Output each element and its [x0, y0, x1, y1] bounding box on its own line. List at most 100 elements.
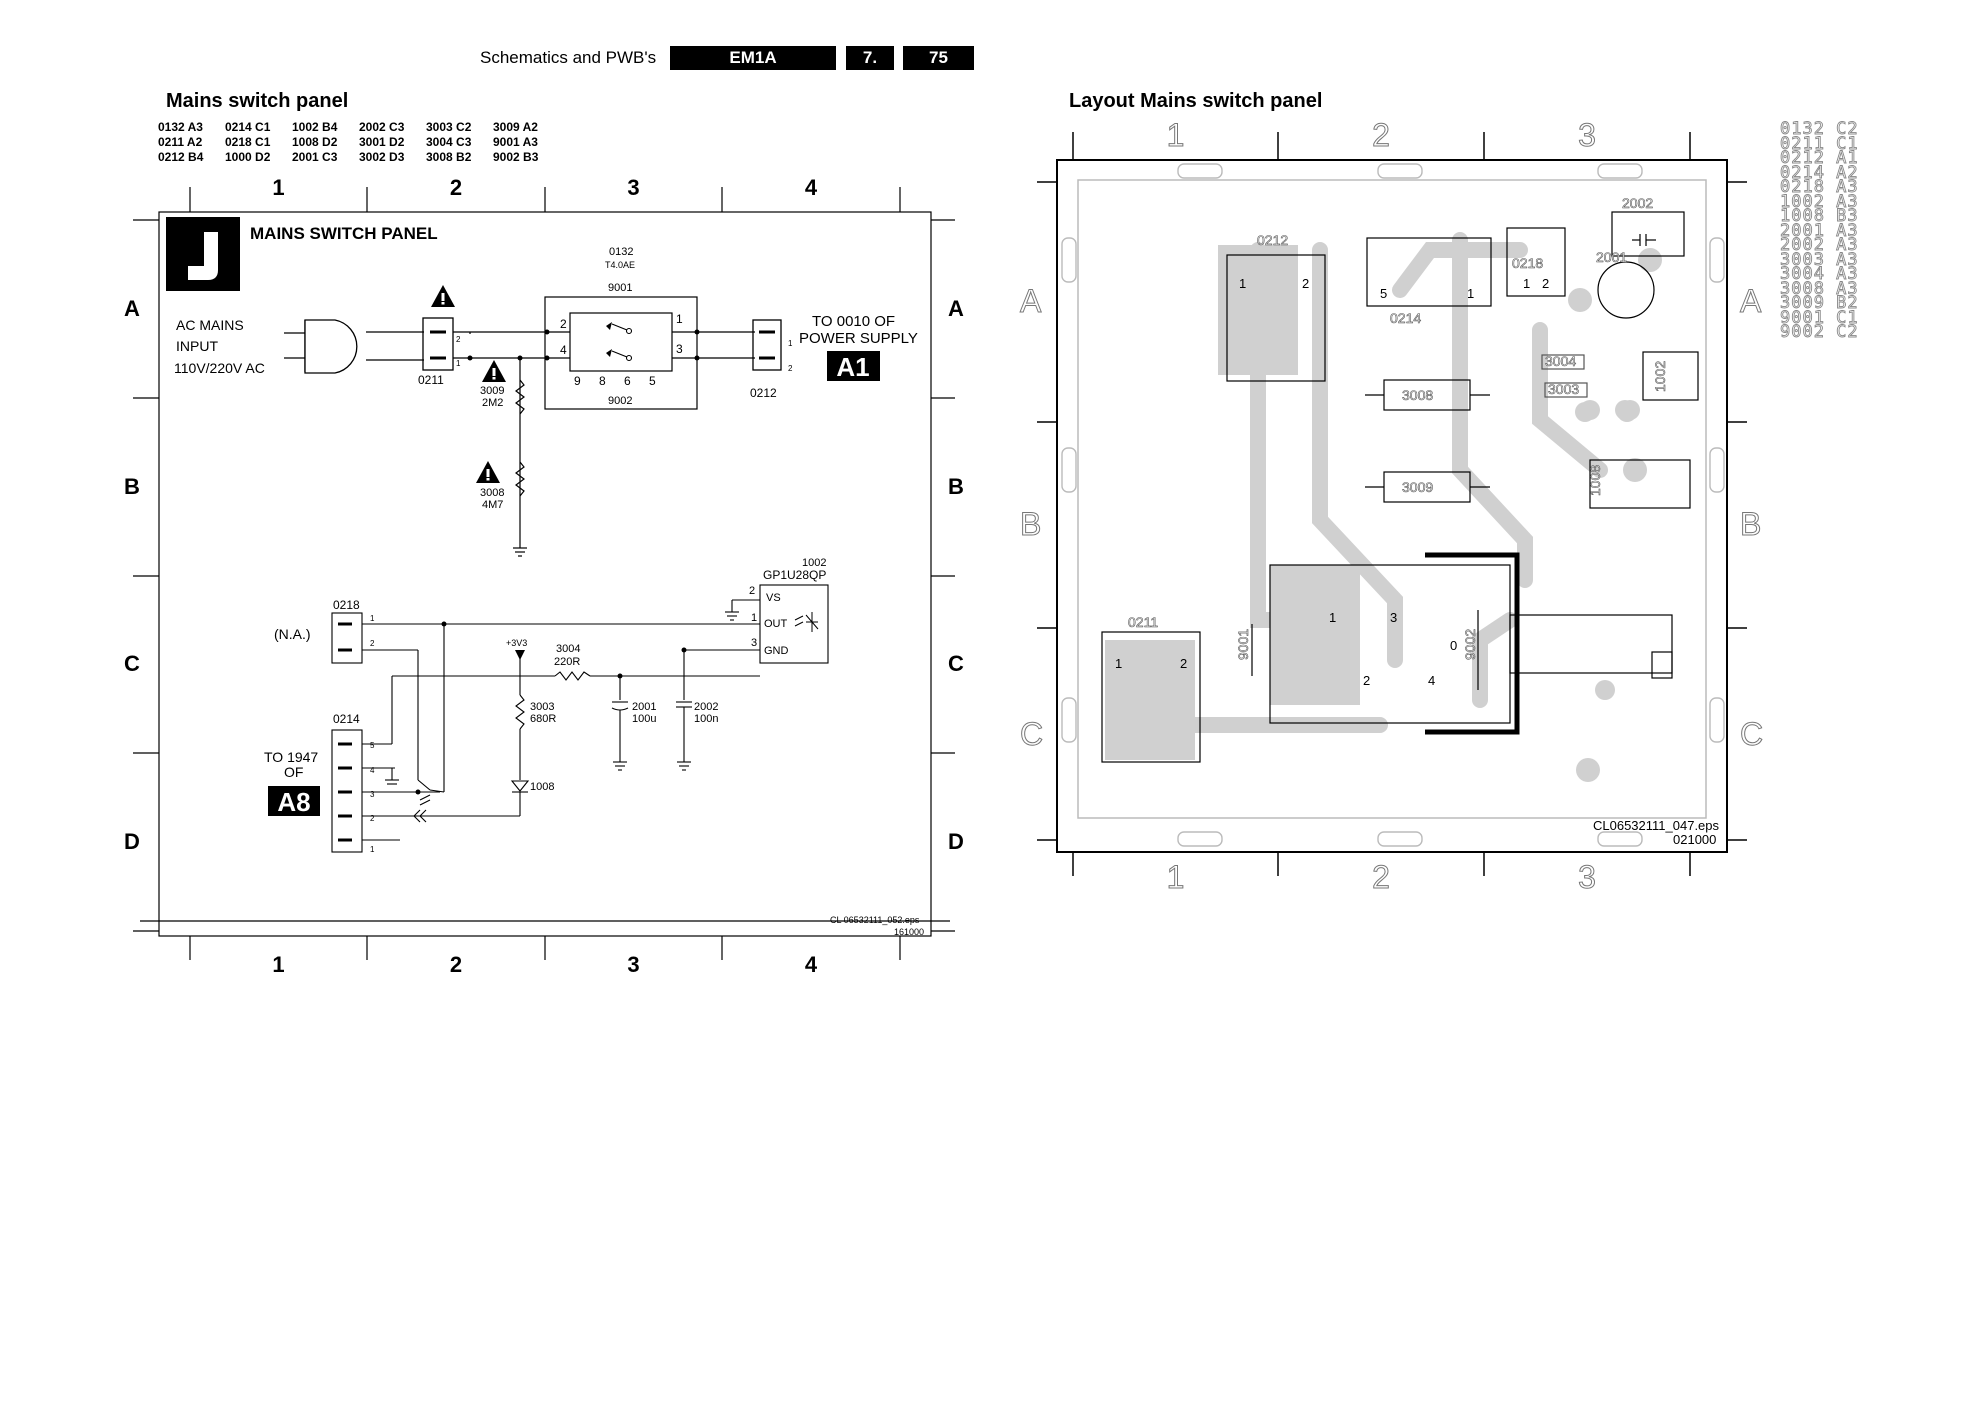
label-3004: 3004	[556, 643, 580, 655]
index-cell: 3003 C2	[426, 120, 472, 134]
resistor-chain	[513, 379, 527, 557]
index-cell: 0214 C1	[225, 120, 271, 134]
layout-col-label: 1	[1167, 859, 1185, 895]
layout-col-label: 3	[1578, 859, 1596, 895]
col-label: 4	[805, 175, 818, 200]
layout-col-label: 1	[1167, 117, 1185, 153]
label-0212: 0212	[750, 386, 777, 400]
layout-index-item: 1008 B3	[1780, 206, 1859, 226]
index-cell: 9001 A3	[493, 135, 538, 149]
switch-pin: 8	[599, 374, 606, 388]
layout-index-item: 3004 A3	[1780, 264, 1859, 284]
index-cell: 3002 D3	[359, 150, 405, 164]
layout-row-label: B	[1020, 506, 1041, 542]
label-0211: 0211	[418, 373, 444, 387]
svg-text:2: 2	[560, 317, 567, 331]
layout-index-item: 0132 C2	[1780, 119, 1859, 139]
svg-text:1: 1	[1523, 276, 1530, 291]
v3v3-label: +3V3	[506, 638, 527, 648]
index-cell: 0212 B4	[158, 150, 204, 164]
svg-text:3: 3	[751, 637, 757, 649]
pcb-part-label: 3003	[1548, 381, 1579, 397]
badge-a8	[268, 786, 320, 816]
header-chapter: 7.	[846, 46, 894, 70]
value-2002: 100n	[694, 713, 718, 725]
index-cell: 0211 A2	[158, 135, 203, 149]
switch-pin: 5	[649, 374, 656, 388]
row-label: B	[124, 474, 140, 499]
schematic-title: Mains switch panel	[166, 90, 349, 112]
pcb-part-label: 9002	[1462, 629, 1478, 660]
index-cell: 3008 B2	[426, 150, 472, 164]
svg-text:5: 5	[1380, 286, 1387, 301]
layout-row-label: C	[1020, 716, 1043, 752]
index-cell: 2002 C3	[359, 120, 405, 134]
layout-index-item: 0214 A2	[1780, 162, 1859, 183]
pcb-part-label: 3008	[1402, 387, 1433, 403]
svg-text:4: 4	[1428, 673, 1435, 688]
panel-title: MAINS SWITCH PANEL	[250, 224, 438, 243]
svg-text:1: 1	[370, 845, 375, 854]
value-2001: 100u	[632, 713, 656, 725]
svg-text:1: 1	[788, 339, 793, 348]
pcb-part-label: 9001	[1235, 629, 1251, 660]
layout-index-item: 1002 A3	[1780, 191, 1859, 212]
header-page: 75	[903, 46, 974, 70]
index-cell: 3004 C3	[426, 135, 472, 149]
of-label: OF	[284, 764, 303, 780]
layout-index-item: 3009 B2	[1780, 293, 1859, 313]
row-label: A	[124, 296, 140, 321]
index-cell: 2001 C3	[292, 150, 338, 164]
layout-row-label: C	[1740, 716, 1763, 752]
label-0214: 0214	[333, 712, 360, 726]
svg-text:1: 1	[676, 312, 683, 326]
layout-index-item: 0211 C1	[1780, 133, 1859, 154]
index-cell: 1000 D2	[225, 150, 271, 164]
pcb-part-label: 1002	[1652, 361, 1668, 392]
pcb-part-label: 2002	[1622, 195, 1653, 211]
svg-text:2: 2	[1363, 673, 1370, 688]
layout-col-label: 2	[1372, 117, 1390, 153]
svg-text:1: 1	[1239, 276, 1246, 291]
layout-index-item: 9001 C1	[1780, 307, 1859, 328]
svg-text:2: 2	[456, 335, 461, 344]
badge-a8-text: A8	[277, 787, 310, 817]
value-3008: 4M7	[482, 499, 503, 511]
row-label: C	[948, 651, 964, 676]
connector-0211	[422, 317, 454, 371]
schematic-file: CL 06532111_052.eps	[830, 915, 920, 925]
svg-text:2: 2	[1542, 276, 1549, 291]
switch-pin: 6	[624, 374, 631, 388]
svg-text:1: 1	[1467, 286, 1474, 301]
index-cell: 1008 D2	[292, 135, 338, 149]
layout-col-label: 2	[1372, 859, 1390, 895]
value-3009: 2M2	[482, 397, 503, 409]
pcb-board: 0212021402182002200130043003300830091002…	[1056, 159, 1728, 853]
layout-date: 021000	[1673, 832, 1716, 847]
index-cell: 1002 B4	[292, 120, 338, 134]
pcb-part-label: 3004	[1545, 353, 1576, 369]
value-3003: 680R	[530, 713, 556, 725]
badge-a1	[827, 351, 880, 381]
label-0218: 0218	[333, 598, 360, 612]
label-2001: 2001	[632, 701, 656, 713]
power-supply-label: POWER SUPPLY	[799, 330, 918, 347]
col-label: 1	[272, 175, 284, 200]
ac-mains-label: AC MAINS	[176, 317, 244, 333]
label-gp1u28qp: GP1U28QP	[763, 568, 826, 582]
row-label: D	[948, 829, 964, 854]
svg-text:2: 2	[1180, 656, 1187, 671]
layout-index-item: 9002 C2	[1780, 322, 1859, 342]
fuse-ref: 0132	[609, 246, 633, 258]
index-cell: 3009 A2	[493, 120, 538, 134]
layout-index-item: 3008 A3	[1780, 278, 1859, 299]
col-label: 1	[272, 952, 284, 977]
na-label: (N.A.)	[274, 626, 311, 642]
panel-badge	[166, 217, 240, 291]
pcb-part-label: 3009	[1402, 479, 1433, 495]
pcb-part-label: 2001	[1596, 249, 1627, 265]
